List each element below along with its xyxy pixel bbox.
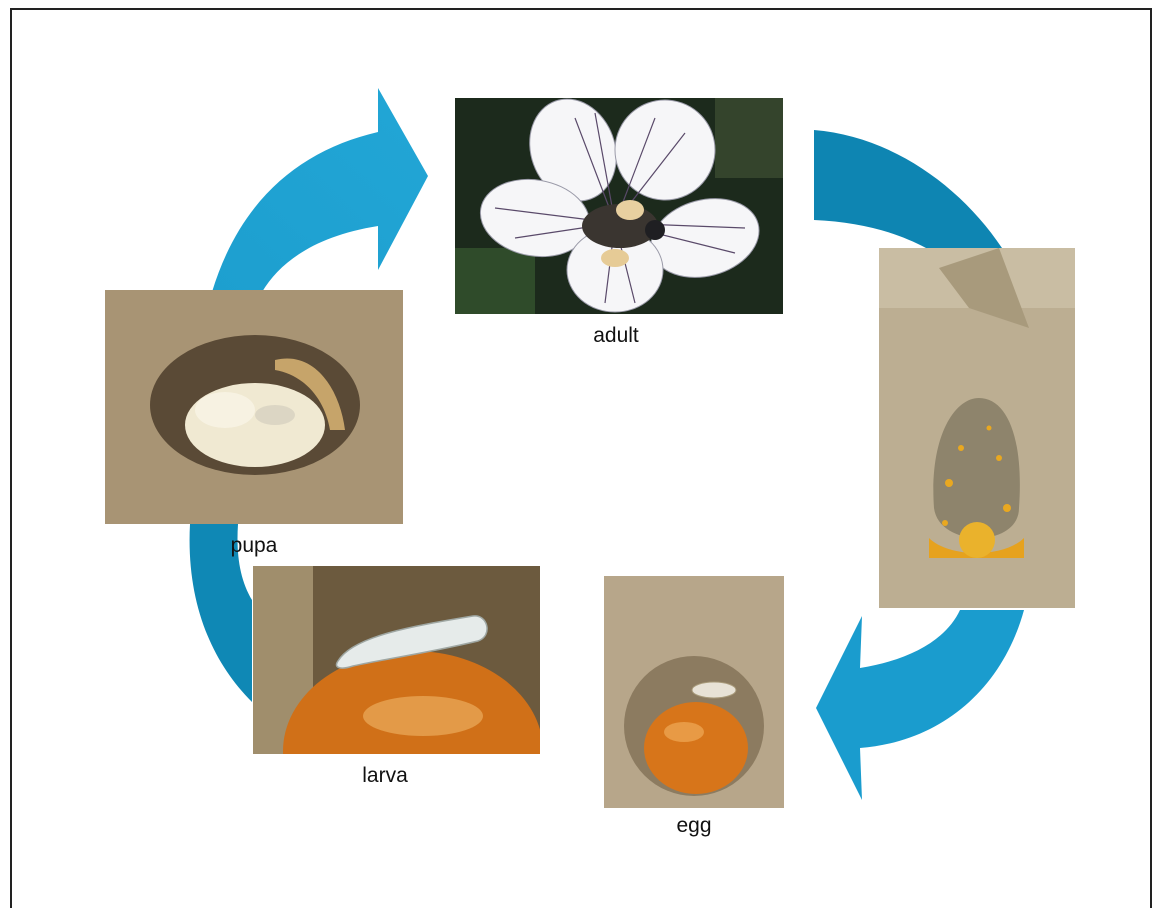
larva-photo (253, 566, 540, 754)
egg-label: egg (634, 814, 754, 838)
egg-on-pollen-ball-image (604, 576, 784, 808)
pollen-provision-image (879, 248, 1075, 608)
arrow-pupa-to-adult (212, 88, 428, 292)
pupa-photo (105, 290, 403, 524)
adult-label: adult (556, 324, 676, 348)
egg-photo (604, 576, 784, 808)
arrow-nest-to-egg (816, 610, 1024, 800)
pupa-label: pupa (194, 534, 314, 558)
adult-photo (455, 98, 783, 314)
arrow-adult-to-nest (814, 130, 1002, 248)
bee-on-flower-image (455, 98, 783, 314)
larva-on-pollen-image (253, 566, 540, 754)
larva-label: larva (325, 764, 445, 788)
nest-cell-photo (879, 248, 1075, 608)
pupa-in-soil-image (105, 290, 403, 524)
